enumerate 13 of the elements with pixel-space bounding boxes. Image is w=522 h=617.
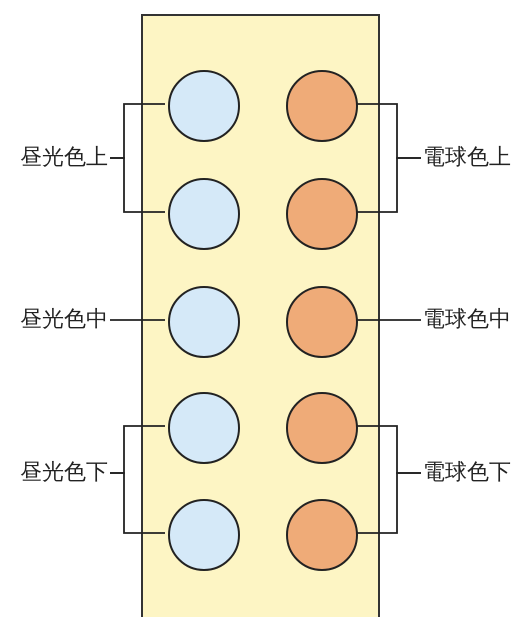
board-panel (141, 14, 380, 617)
label-text: 電球色下 (423, 459, 511, 487)
label-text: 電球色上 (423, 144, 511, 172)
leader-line (357, 319, 421, 321)
leader-line (357, 472, 421, 534)
leader-line (110, 472, 165, 534)
label-text: 昼光色上 (20, 144, 108, 172)
leader-line (110, 157, 165, 213)
leader-line (110, 319, 165, 321)
label-text: 昼光色下 (20, 459, 108, 487)
label-text: 電球色中 (423, 306, 511, 334)
leader-line (357, 157, 421, 213)
label-text: 昼光色中 (20, 306, 108, 334)
